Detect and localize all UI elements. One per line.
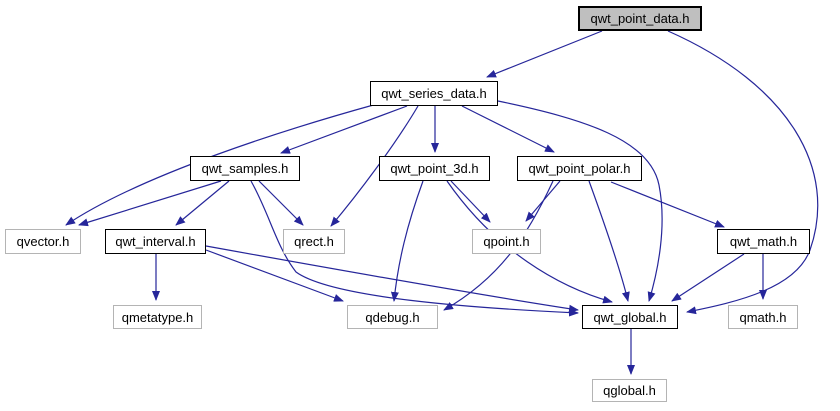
node-qwt_math[interactable]: qwt_math.h — [717, 229, 810, 254]
edge-qwt_interval-to-qdebug — [205, 249, 344, 302]
node-qpoint: qpoint.h — [472, 229, 541, 254]
edge-qwt_point_polar-to-qwt_math — [610, 181, 725, 228]
node-qmetatype: qmetatype.h — [113, 305, 202, 329]
node-qrect: qrect.h — [283, 229, 345, 254]
node-qwt_interval[interactable]: qwt_interval.h — [105, 229, 206, 254]
node-qwt_point_polar[interactable]: qwt_point_polar.h — [517, 156, 642, 181]
edge-qwt_samples-to-qwt_interval — [175, 180, 230, 226]
edge-qwt_interval-to-qwt_global — [205, 245, 579, 313]
edge-qwt_point_data-to-qwt_global — [667, 30, 819, 315]
edge-qwt_samples-to-qwt_global — [250, 180, 579, 317]
edge-qwt_point_polar-to-qwt_global — [588, 180, 630, 302]
edge-qwt_series_data-to-qwt_global — [497, 100, 663, 302]
edge-qwt_series_data-to-qvector — [65, 103, 378, 226]
edge-qwt_point_3d-to-qpoint — [450, 180, 491, 223]
node-qwt_samples[interactable]: qwt_samples.h — [190, 156, 300, 181]
node-qglobal: qglobal.h — [592, 379, 667, 402]
edge-qwt_samples-to-qvector — [78, 180, 222, 227]
node-qdebug: qdebug.h — [347, 305, 438, 329]
node-qwt_series_data[interactable]: qwt_series_data.h — [370, 81, 498, 106]
node-qwt_point_data: qwt_point_data.h — [578, 6, 702, 31]
edge-qwt_point_3d-to-qwt_global — [446, 180, 613, 304]
node-qmath: qmath.h — [728, 305, 798, 329]
edge-qwt_point_3d-to-qdebug — [390, 180, 424, 302]
node-qvector: qvector.h — [5, 229, 81, 254]
edge-qwt_series_data-to-qrect — [330, 105, 419, 227]
edge-qwt_series_data-to-qwt_point_polar — [461, 105, 555, 153]
node-qwt_point_3d[interactable]: qwt_point_3d.h — [379, 156, 490, 181]
edge-qwt_math-to-qwt_global — [671, 253, 745, 302]
node-qwt_global[interactable]: qwt_global.h — [582, 305, 678, 329]
edge-qwt_series_data-to-qwt_samples — [280, 105, 408, 154]
edge-qwt_point_data-to-qwt_series_data — [486, 30, 603, 78]
edge-qwt_samples-to-qrect — [258, 180, 304, 226]
